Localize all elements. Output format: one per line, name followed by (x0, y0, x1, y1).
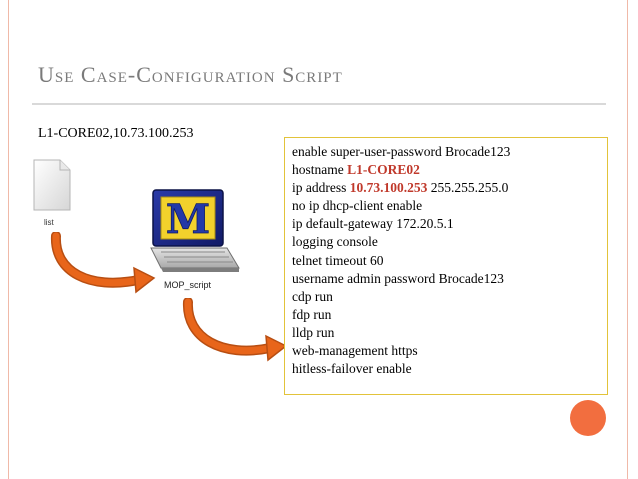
script-keyword: ip address (292, 180, 350, 196)
script-line: no ip dhcp-client enable (292, 198, 423, 214)
slide-frame (8, 0, 628, 479)
script-line: web-management https (292, 343, 418, 359)
laptop-screen-letter: M (166, 196, 210, 243)
device-label: L1-CORE02,10.73.100.253 (38, 126, 194, 141)
script-line: telnet timeout 60 (292, 252, 384, 268)
script-line: lldp run (292, 324, 335, 340)
slide-title: Use Case-Configuration Script (38, 62, 343, 87)
script-suffix: 255.255.255.0 (427, 180, 509, 196)
script-line: ip address 10.73.100.253 255.255.255.0 (292, 179, 607, 197)
document-icon[interactable] (32, 158, 72, 212)
script-line: enable super-user-password Brocade123 (292, 144, 511, 159)
accent-dot (570, 400, 606, 436)
laptop-label: MOP_script (164, 280, 212, 290)
script-line: username admin password Brocade123 (292, 270, 504, 286)
laptop-icon[interactable]: M (147, 188, 241, 276)
document-label: list (44, 218, 54, 227)
ip-address-value: 10.73.100.253 (349, 180, 428, 196)
script-line: logging console (292, 234, 378, 250)
script-line: hitless-failover enable (292, 361, 412, 377)
title-divider (32, 103, 606, 105)
script-keyword: hostname (292, 162, 348, 178)
script-line: fdp run (292, 306, 332, 322)
hostname-value: L1-CORE02 (347, 162, 420, 178)
config-script-box: enable super-user-password Brocade123 ho… (284, 137, 608, 395)
curved-arrow-icon (182, 298, 288, 362)
script-line: cdp run (292, 288, 333, 304)
script-line: ip default-gateway 172.20.5.1 (292, 216, 454, 232)
curved-arrow-icon (50, 232, 156, 294)
script-line: hostname L1-CORE02 (292, 161, 607, 179)
